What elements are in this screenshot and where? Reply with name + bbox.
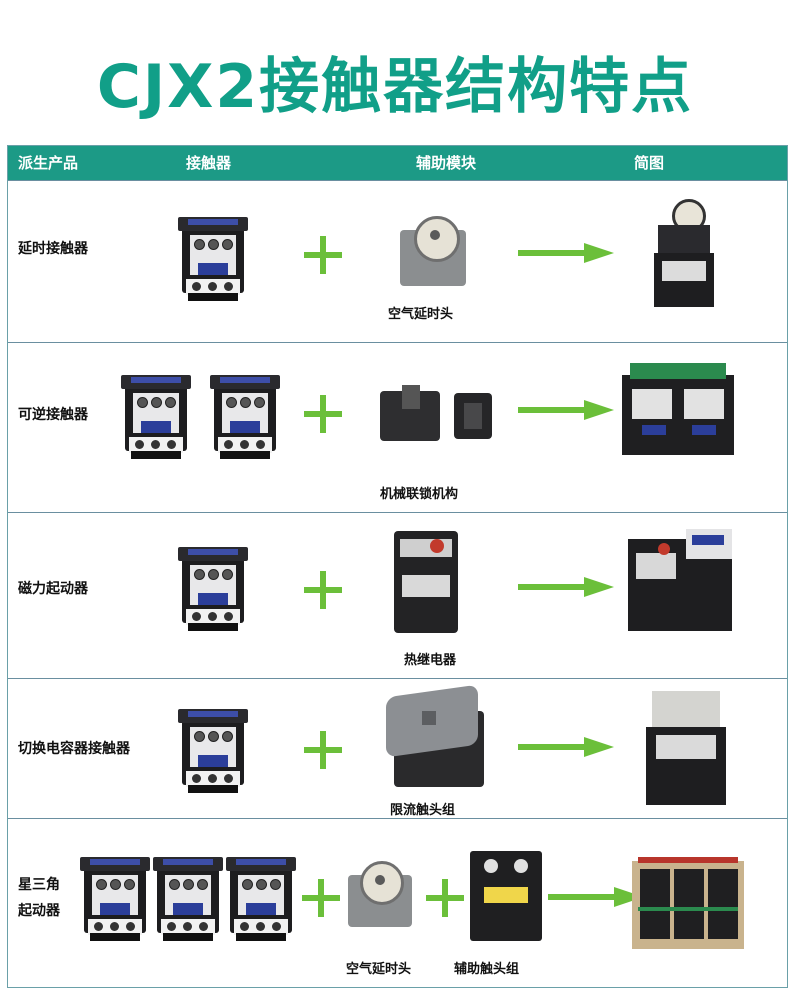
module-caption: 空气延时头 (346, 962, 412, 977)
contactor-image (80, 857, 150, 941)
row-label: 延时接触器 (18, 241, 88, 257)
delay-contactor-diagram (654, 199, 714, 311)
thermal-relay-image (394, 531, 458, 633)
structure-table: 派生产品 接触器 辅助模块 简图 延时接触器 空气延时头 可逆接 (7, 145, 788, 988)
header-contactor: 接触器 (186, 154, 232, 172)
table-row: 延时接触器 空气延时头 (8, 180, 787, 342)
contactor-image (178, 709, 248, 793)
auxiliary-contact-image (470, 851, 542, 941)
plus-icon (304, 731, 342, 769)
row-label-line1: 星三角 (18, 877, 60, 893)
mechanical-interlock-image (380, 385, 496, 443)
table-row: 切换电容器接触器 限流触头组 (8, 678, 787, 818)
contactor-image (178, 547, 248, 631)
row-label-line2: 起动器 (18, 903, 60, 919)
contactor-image (178, 217, 248, 301)
capacitor-contactor-diagram (646, 691, 726, 805)
plus-icon (304, 571, 342, 609)
contactor-image (121, 375, 191, 459)
star-delta-starter-diagram (632, 853, 744, 949)
plus-icon (304, 395, 342, 433)
magnetic-starter-diagram (628, 529, 732, 633)
module-caption-2: 辅助触头组 (454, 962, 520, 977)
contactor-image (210, 375, 280, 459)
module-caption: 机械联锁机构 (380, 487, 459, 502)
table-row: 磁力起动器 热继电器 (8, 512, 787, 678)
module-caption: 空气延时头 (388, 307, 454, 322)
arrow-icon (518, 737, 614, 757)
row-label: 切换电容器接触器 (18, 741, 130, 757)
current-limiting-contact-image (386, 684, 488, 791)
plus-icon (304, 236, 342, 274)
contactor-image (153, 857, 223, 941)
plus-icon (302, 879, 340, 917)
plus-icon (426, 879, 464, 917)
air-delay-head-image (400, 216, 470, 286)
reversing-contactor-diagram (622, 363, 734, 465)
table-row: 星三角 起动器 (8, 818, 787, 989)
arrow-icon (518, 577, 614, 597)
module-caption: 热继电器 (404, 653, 457, 668)
header-auxiliary-module: 辅助模块 (416, 154, 477, 172)
page-title: CJX2接触器结构特点 (96, 52, 694, 122)
row-label: 磁力起动器 (18, 581, 88, 597)
air-delay-head-image (348, 861, 414, 927)
table-header: 派生产品 接触器 辅助模块 简图 (8, 146, 787, 180)
arrow-icon (518, 400, 614, 420)
arrow-icon (548, 887, 644, 907)
arrow-icon (518, 243, 614, 263)
header-derived-product: 派生产品 (18, 154, 79, 172)
contactor-image (226, 857, 296, 941)
row-label: 可逆接触器 (18, 407, 88, 423)
header-diagram: 简图 (634, 154, 665, 172)
table-row: 可逆接触器 机械联锁机构 (8, 342, 787, 512)
module-caption: 限流触头组 (390, 803, 456, 818)
